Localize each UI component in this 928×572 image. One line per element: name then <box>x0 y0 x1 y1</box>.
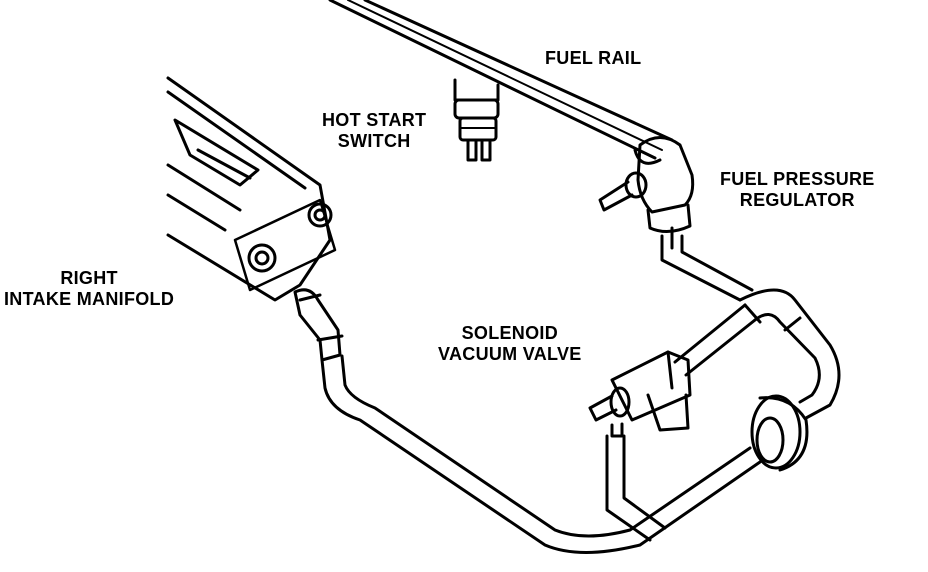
manifold-elbow-hose <box>293 288 344 362</box>
solenoid-vacuum-valve-label-line2: VACUUM VALVE <box>438 344 582 364</box>
fuel-rail-label-text: FUEL RAIL <box>545 48 642 68</box>
solenoid-vacuum-valve-label: SOLENOID VACUUM VALVE <box>438 323 582 365</box>
hot-start-switch-label-line2: SWITCH <box>337 131 411 151</box>
right-intake-manifold-label-line2: INTAKE MANIFOLD <box>4 289 175 309</box>
fuel-pressure-regulator-label-line1: FUEL PRESSURE <box>720 169 875 189</box>
vacuum-hoses <box>320 234 841 554</box>
right-intake-manifold-label-line1: RIGHT <box>60 268 118 288</box>
hot-start-switch-label-line1: HOT START <box>322 110 427 130</box>
fuel-rail-label: FUEL RAIL <box>545 48 641 69</box>
fuel-pressure-regulator-label-line2: REGULATOR <box>739 190 855 210</box>
vacuum-reservoir <box>750 394 809 472</box>
right-intake-manifold <box>166 76 337 302</box>
hot-start-switch-label: HOT START SWITCH <box>322 110 426 152</box>
right-intake-manifold-label: RIGHT INTAKE MANIFOLD <box>4 268 174 310</box>
hot-start-switch <box>453 78 500 162</box>
fuel-pressure-regulator-label: FUEL PRESSURE REGULATOR <box>720 169 875 211</box>
solenoid-vacuum-valve-label-line1: SOLENOID <box>461 323 559 343</box>
fuel-rail <box>328 0 674 165</box>
fuel-pressure-regulator <box>598 136 695 250</box>
solenoid-vacuum-valve <box>588 350 692 438</box>
